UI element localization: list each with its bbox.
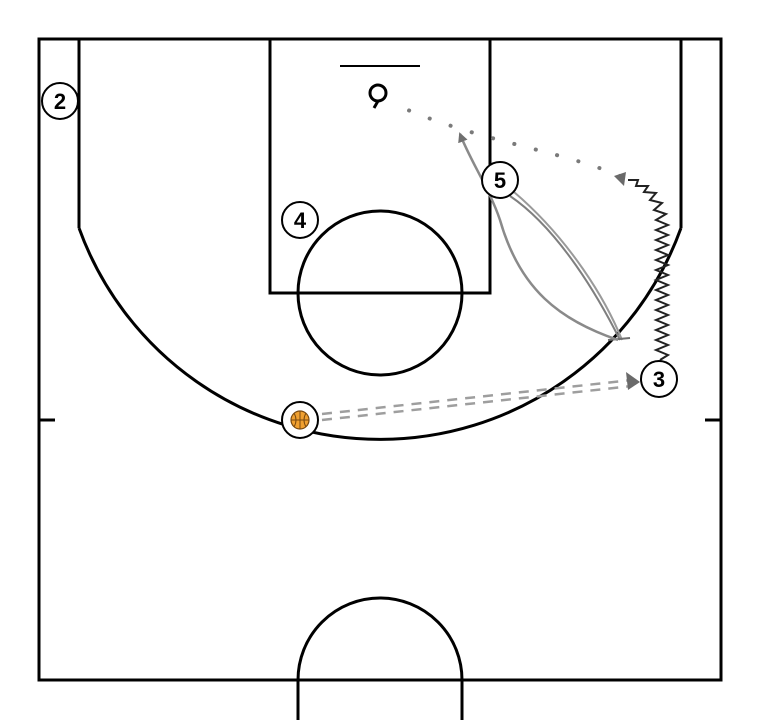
- player-circle: [281, 201, 319, 239]
- three-point-arc: [77, 227, 683, 441]
- player-circle: [640, 360, 678, 398]
- screen-path-a: [509, 195, 621, 341]
- screen-bar: [607, 337, 631, 341]
- dribble-arrowhead: [614, 172, 626, 186]
- pass-arrowhead: [626, 372, 640, 390]
- player-circle: [41, 82, 79, 120]
- player-label: 3: [653, 367, 665, 392]
- screen-path-b: [513, 191, 623, 341]
- free-throw-circle: [296, 209, 464, 377]
- paint-key: [268, 37, 492, 295]
- player-label: 2: [54, 89, 66, 114]
- basketball-icon: [290, 410, 310, 430]
- player-2[interactable]: 2: [41, 82, 79, 120]
- pass-line-a: [321, 378, 633, 416]
- player-label: 4: [294, 208, 307, 233]
- rim-stem: [372, 100, 380, 109]
- court-boundary: [37, 37, 723, 682]
- player-label: 5: [494, 168, 506, 193]
- center-circle: [296, 596, 464, 720]
- court-lines: [37, 37, 723, 720]
- player-5[interactable]: 5: [481, 161, 519, 199]
- player-3[interactable]: 3: [640, 360, 678, 398]
- dotted-cut-path: [388, 100, 622, 178]
- dribble-path: [628, 179, 671, 361]
- pass-line-b: [321, 384, 633, 422]
- rim: [368, 83, 388, 103]
- player-circle: [481, 161, 519, 199]
- basket: [340, 65, 420, 109]
- ball-handler[interactable]: [281, 401, 319, 439]
- player-4[interactable]: 4: [281, 201, 319, 239]
- roll-cut-path: [458, 132, 619, 342]
